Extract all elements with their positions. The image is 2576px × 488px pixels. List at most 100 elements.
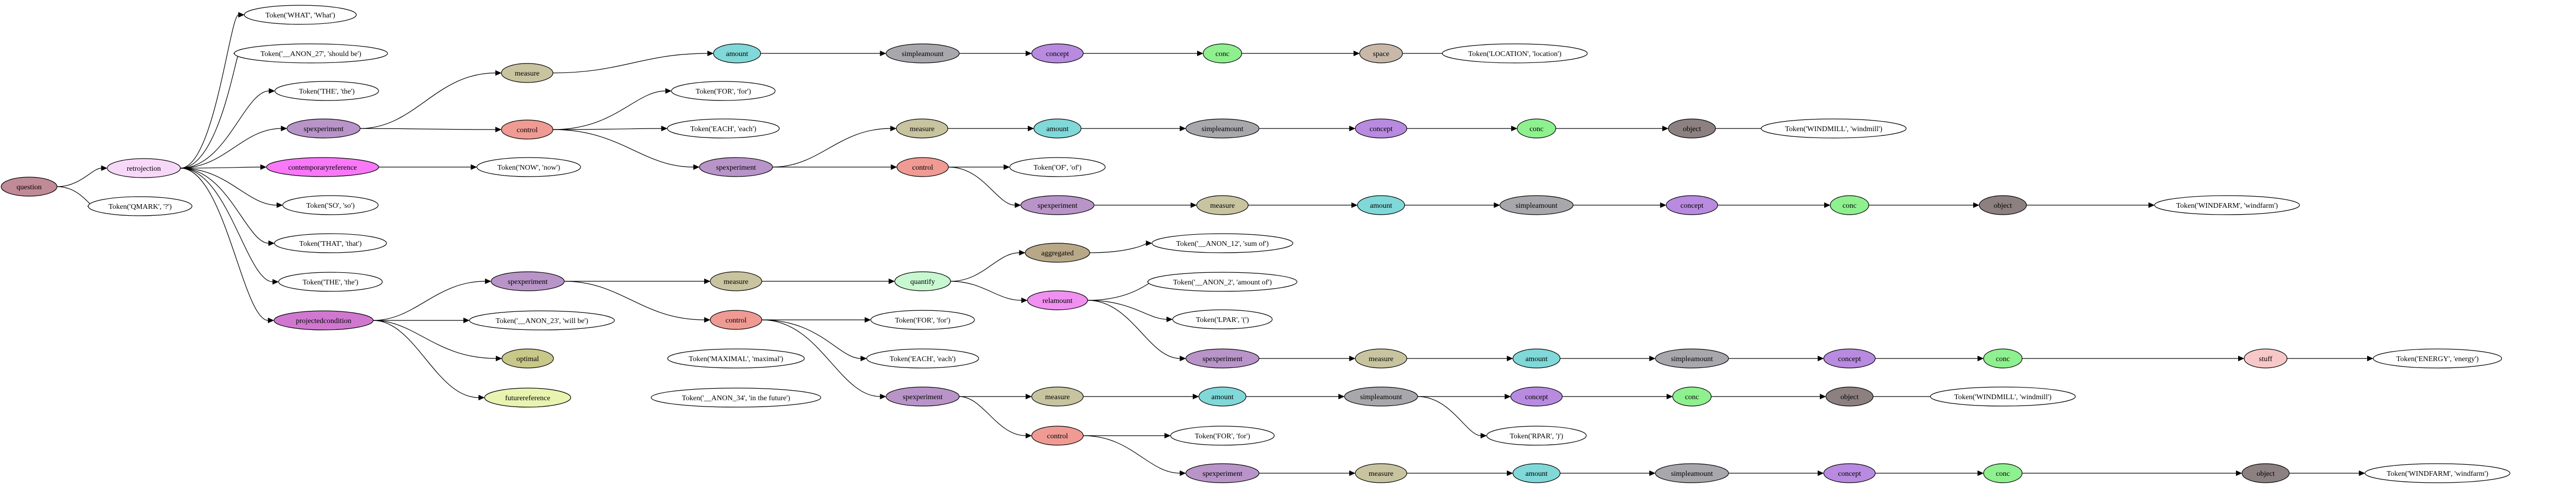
node-shape-t_that: [274, 233, 387, 253]
node-retro: retrojection: [107, 158, 181, 178]
arrowhead-relamount-to-t_lpar: [1166, 316, 1173, 323]
node-shape-concept6: [1510, 386, 1563, 407]
node-label-conc2: conc: [1530, 125, 1543, 133]
node-object2: object: [1668, 118, 1716, 139]
arrowhead-control6-to-t_for3: [1164, 432, 1171, 439]
node-shape-relamount: [1027, 290, 1088, 310]
arrowhead-conc6-to-object6: [1819, 393, 1826, 400]
node-label-simple7: simpleamount: [1671, 470, 1713, 478]
node-conc7: conc: [1983, 463, 2023, 483]
edge-relamount-to-t_anon2: [1087, 281, 1153, 301]
node-label-t_anon23: Token('__ANON_23', 'will be'): [495, 317, 588, 325]
arrowhead-simple7-to-concept7: [1817, 470, 1824, 476]
node-label-concept3: concept: [1680, 202, 1704, 210]
arrowhead-projcond-to-t_anon23: [463, 317, 470, 324]
node-label-t_anon34: Token('__ANON_34', 'in the future'): [682, 394, 790, 402]
arrowhead-spexp6-to-control6: [1025, 432, 1032, 439]
arrowhead-measure3-to-amount3: [1351, 202, 1358, 208]
node-shape-t_what: [244, 5, 357, 25]
edge-relamount-to-spexp5: [1087, 300, 1180, 359]
edge-retro-to-spexp1: [180, 128, 281, 169]
node-shape-spexp6: [886, 386, 960, 407]
arrowhead-conc2-to-object2: [1662, 125, 1669, 132]
node-shape-conc6: [1672, 386, 1712, 407]
arrowhead-control6-to-spexp7: [1180, 470, 1186, 476]
arrowhead-object7-to-t_windfarm2: [2359, 470, 2366, 476]
node-label-conc1: conc: [1216, 50, 1229, 58]
node-t_lpar: Token('LPAR', '('): [1172, 309, 1273, 329]
node-shape-contemp: [266, 157, 379, 177]
node-t_location: Token('LOCATION', 'location'): [1442, 43, 1588, 63]
node-shape-t_windmill2: [1930, 386, 2076, 407]
edge-spexp1-to-control1: [360, 128, 496, 130]
node-label-conc7: conc: [1996, 470, 2010, 478]
arrowhead-amount5-to-simple5: [1649, 355, 1656, 362]
node-label-control6: control: [1047, 432, 1068, 440]
node-label-t_for2: Token('FOR', 'for'): [895, 317, 951, 325]
arrowhead-spexp7-to-measure7: [1349, 470, 1356, 476]
node-label-spexp1: spexperiment: [303, 125, 344, 133]
node-shape-conc3: [1830, 195, 1870, 215]
node-label-amount1: amount: [726, 50, 748, 58]
edge-control2-to-spexp3: [948, 167, 1015, 206]
node-t_that: Token('THAT', 'that'): [274, 233, 387, 253]
node-label-t_windfarm1: Token('WINDFARM', 'windfarm'): [2176, 202, 2278, 210]
node-shape-measure7: [1355, 463, 1407, 483]
node-shape-control2: [896, 157, 949, 177]
node-simple6: simpleamount: [1344, 386, 1418, 407]
node-shape-concept7: [1823, 463, 1876, 483]
node-spexp3: spexperiment: [1020, 195, 1094, 215]
node-shape-t_of: [1009, 157, 1106, 177]
node-measure1: measure: [501, 63, 554, 83]
node-stuff5: stuff: [2243, 348, 2288, 369]
node-concept7: concept: [1823, 463, 1876, 483]
node-simple5: simpleamount: [1655, 348, 1729, 369]
node-shape-object2: [1668, 118, 1716, 139]
node-conc3: conc: [1830, 195, 1870, 215]
arrowhead-amount3-to-simple3: [1494, 202, 1501, 208]
node-label-t_for3: Token('FOR', 'for'): [1195, 432, 1250, 440]
arrowhead-question-to-retro: [101, 165, 108, 171]
node-label-t_what: Token('WHAT', 'What'): [265, 12, 335, 20]
node-shape-futureref: [484, 388, 572, 408]
node-shape-t_rpar: [1486, 426, 1587, 446]
node-control2: control: [896, 157, 949, 177]
edges-layer: [57, 12, 2373, 476]
node-shape-simple5: [1655, 348, 1729, 369]
arrowhead-concept7-to-conc7: [1977, 470, 1984, 476]
node-conc5: conc: [1983, 348, 2023, 369]
node-label-control2: control: [912, 164, 933, 172]
node-label-t_windmill1: Token('WINDMILL', 'windmill'): [1785, 125, 1882, 133]
edge-quantify-to-relamount: [950, 281, 1022, 301]
node-label-spexp5: spexperiment: [1202, 355, 1243, 363]
node-shape-amount3: [1357, 195, 1405, 215]
node-label-simple5: simpleamount: [1671, 355, 1713, 363]
node-t_so: Token('SO', 'so'): [282, 195, 379, 215]
node-label-concept6: concept: [1525, 393, 1548, 401]
node-label-measure3: measure: [1210, 202, 1235, 210]
arrowhead-simple3-to-concept3: [1660, 202, 1667, 208]
node-label-projcond: projectedcondition: [296, 317, 352, 325]
node-label-concept7: concept: [1838, 470, 1861, 478]
node-shape-control4: [710, 310, 762, 330]
node-simple1: simpleamount: [886, 43, 960, 63]
arrowhead-retro-to-t_that: [268, 240, 275, 246]
node-label-stuff5: stuff: [2259, 355, 2273, 363]
arrowhead-measure6-to-amount6: [1192, 393, 1199, 400]
edge-retro-to-t_that: [180, 168, 269, 244]
node-shape-measure1: [501, 63, 554, 83]
node-label-t_windfarm2: Token('WINDFARM', 'windfarm'): [2387, 470, 2489, 478]
node-spexp5: spexperiment: [1185, 348, 1259, 369]
node-shape-t_now: [476, 157, 581, 177]
node-shape-quantify: [894, 271, 951, 291]
node-t_for1: Token('FOR', 'for'): [671, 81, 776, 101]
node-shape-concept1: [1031, 43, 1084, 63]
arrowhead-conc1-to-space1: [1354, 50, 1360, 57]
node-amount3: amount: [1357, 195, 1405, 215]
edge-control1-to-t_each1: [553, 128, 662, 130]
node-simple7: simpleamount: [1655, 463, 1729, 483]
arrowhead-simple5-to-concept5: [1817, 355, 1824, 362]
node-object7: object: [2241, 463, 2290, 483]
node-label-t_windmill2: Token('WINDMILL', 'windmill'): [1954, 393, 2051, 401]
node-amount5: amount: [1512, 348, 1561, 369]
